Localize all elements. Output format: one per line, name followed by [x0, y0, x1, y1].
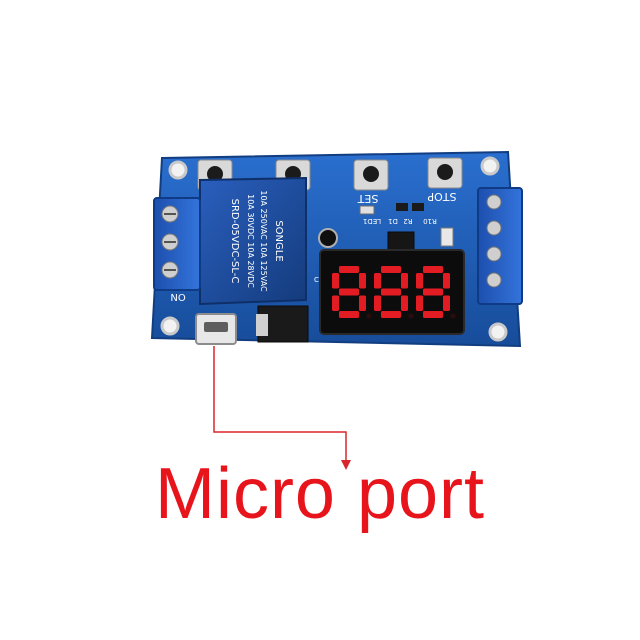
mounting-hole	[480, 156, 500, 176]
display-segment	[381, 311, 401, 318]
display-segment	[339, 288, 359, 296]
display-segment	[339, 266, 359, 273]
seven-segment-display	[319, 249, 465, 335]
smd-resistor	[412, 203, 424, 211]
silkscreen-set: SET	[357, 192, 378, 205]
screw-icon	[486, 194, 502, 210]
display-segment	[359, 273, 366, 289]
relay-model: SRD-05VDC-SL-C	[229, 199, 240, 284]
silkscreen-r2: R2	[403, 217, 412, 225]
screw-icon	[486, 246, 502, 262]
smd-resistor	[359, 205, 375, 215]
mounting-hole	[168, 160, 188, 180]
callout-label: Micro port	[154, 454, 486, 534]
smd-resistor	[396, 203, 408, 211]
silkscreen-c3: C3	[314, 276, 323, 284]
svg-text:R10: R10	[423, 217, 437, 225]
screw-icon	[486, 220, 502, 236]
smd-capacitor	[440, 227, 454, 247]
relay-rating-2: 10A 30VDC 10A 28VDC	[246, 194, 255, 288]
display-segment	[416, 295, 423, 311]
display-segment	[381, 266, 401, 273]
relay: SONGLE 10A 250VAC 10A 125VAC 10A 30VDC 1…	[199, 176, 307, 306]
svg-text:STOP: STOP	[427, 190, 456, 203]
micro-usb-port	[195, 313, 237, 345]
display-segment	[416, 273, 423, 289]
display-decimal-point	[408, 313, 414, 319]
display-segment	[423, 288, 443, 296]
callout-leader-line	[213, 346, 347, 466]
silkscreen-on: ON	[170, 291, 185, 302]
terminal-block-right	[477, 187, 523, 305]
display-segment	[423, 311, 443, 318]
display-segment	[339, 311, 359, 318]
screw-icon	[486, 272, 502, 288]
svg-text:R2: R2	[403, 217, 412, 225]
voltage-regulator	[256, 305, 309, 343]
mounting-hole	[488, 322, 508, 342]
silkscreen-stop: STOP	[427, 190, 456, 203]
display-segment	[332, 273, 339, 289]
display-segment	[359, 295, 366, 311]
display-segment	[401, 295, 408, 311]
display-decimal-point	[366, 313, 372, 319]
relay-rating-1: 10A 250VAC 10A 125VAC	[259, 190, 268, 292]
display-segment	[381, 288, 401, 296]
silkscreen-r10: R10	[423, 217, 437, 225]
display-decimal-point	[450, 313, 456, 319]
display-segment	[374, 295, 381, 311]
push-button-set	[353, 159, 389, 191]
silkscreen-led: LED1	[363, 217, 381, 225]
display-segment	[443, 295, 450, 311]
svg-text:D1: D1	[388, 217, 398, 225]
svg-text:ON: ON	[170, 291, 185, 302]
display-segment	[332, 295, 339, 311]
terminal-block-left	[153, 197, 201, 291]
display-segment	[374, 273, 381, 289]
display-segment	[443, 273, 450, 289]
mounting-hole	[160, 316, 180, 336]
push-button-stop	[427, 157, 463, 189]
relay-timer-board: SET STOP ON LED1 R10 D1 R2 C3	[150, 150, 523, 348]
display-segment	[423, 266, 443, 273]
arrow-down-icon	[341, 460, 351, 470]
svg-text:SET: SET	[357, 192, 378, 205]
silkscreen-d1: D1	[388, 217, 398, 225]
capacitor	[318, 228, 338, 248]
svg-text:LED1: LED1	[363, 217, 381, 225]
display-segment	[401, 273, 408, 289]
relay-brand: SONGLE	[273, 220, 284, 261]
